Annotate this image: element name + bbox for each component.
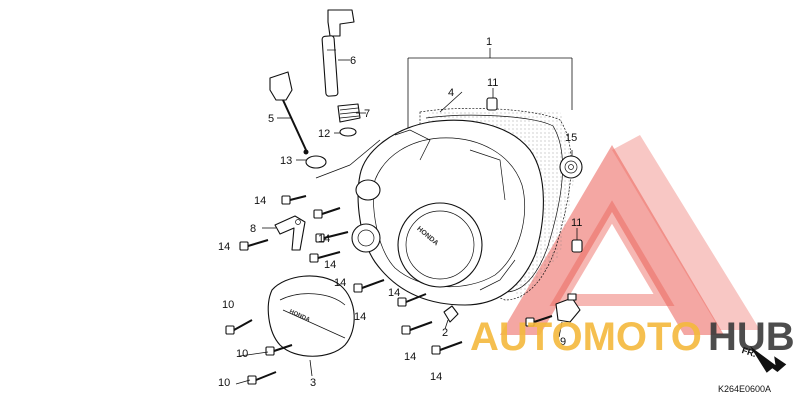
leader-lines bbox=[235, 59, 578, 385]
callout-14-h: 14 bbox=[404, 351, 416, 363]
direction-label: FR. bbox=[741, 345, 758, 359]
bolt-14-j bbox=[525, 315, 553, 327]
diagram-code: K264E0600A bbox=[718, 384, 771, 394]
callout-14-f: 14 bbox=[388, 287, 400, 299]
callout-12: 12 bbox=[318, 128, 330, 140]
crankcase-cover: HONDA bbox=[351, 119, 544, 306]
pulser-cover-part: HONDA bbox=[267, 275, 355, 357]
watermark-word-hub: HUB bbox=[708, 315, 795, 359]
bolts bbox=[225, 195, 553, 385]
callout-1: 1 bbox=[486, 36, 492, 48]
callout-8: 8 bbox=[250, 223, 256, 235]
bolt-14-f bbox=[353, 279, 385, 293]
bolt-14-b bbox=[239, 239, 269, 251]
bolt-14-h bbox=[401, 321, 433, 335]
bolt-14-i bbox=[431, 341, 463, 355]
callout-2: 2 bbox=[442, 327, 448, 339]
oil-dipstick-part bbox=[269, 71, 309, 155]
watermark-text: AUTOMOTO HUB bbox=[470, 315, 795, 359]
washer-part bbox=[339, 127, 357, 137]
bolt-14-g bbox=[397, 293, 427, 307]
callout-5: 5 bbox=[268, 113, 274, 125]
callout-14-d: 14 bbox=[324, 259, 336, 271]
callout-6: 6 bbox=[350, 55, 356, 67]
callout-15: 15 bbox=[565, 132, 577, 144]
watermark-logo bbox=[500, 135, 760, 335]
bolt-14-c bbox=[313, 207, 341, 219]
direction-indicator: FR. bbox=[741, 345, 787, 373]
callout-14-e: 14 bbox=[334, 277, 346, 289]
o-ring-part bbox=[305, 155, 327, 169]
callout-labels: 1 4 11 15 11 6 7 12 5 13 14 8 14 14 14 1… bbox=[218, 36, 582, 389]
callout-4: 4 bbox=[448, 87, 454, 99]
watermark-word-automoto: AUTOMOTO bbox=[470, 315, 702, 359]
sensor-part bbox=[555, 293, 581, 323]
callout-13: 13 bbox=[280, 155, 292, 167]
callout-9: 9 bbox=[560, 336, 566, 348]
clip-part bbox=[443, 305, 459, 323]
bracket-part bbox=[274, 215, 306, 251]
dowel-pin-upper bbox=[486, 97, 498, 111]
callout-11-lower: 11 bbox=[571, 217, 582, 229]
callout-14-g: 14 bbox=[354, 311, 366, 323]
assembly-bracket bbox=[407, 48, 573, 130]
callout-10-b: 10 bbox=[236, 348, 248, 360]
bolt-10-a bbox=[225, 319, 253, 335]
bearing-part bbox=[559, 155, 583, 179]
callout-14-i: 14 bbox=[430, 371, 442, 383]
shaft-part bbox=[321, 9, 355, 97]
dowel-pin-lower bbox=[571, 239, 583, 253]
callout-10-c: 10 bbox=[218, 377, 230, 389]
callout-14-c: 14 bbox=[318, 233, 330, 245]
bolt-10-b bbox=[265, 344, 293, 356]
callout-14-a: 14 bbox=[254, 195, 266, 207]
bolt-10-c bbox=[247, 371, 277, 385]
callout-11-upper: 11 bbox=[487, 77, 498, 89]
spring-part bbox=[337, 103, 361, 123]
bolt-14-a bbox=[281, 195, 307, 205]
callout-10-a: 10 bbox=[222, 299, 234, 311]
callout-7: 7 bbox=[364, 108, 370, 120]
callout-3: 3 bbox=[310, 377, 316, 389]
callout-14-b: 14 bbox=[218, 241, 230, 253]
bolt-14-e bbox=[309, 251, 341, 263]
bolt-14-d bbox=[315, 231, 349, 243]
